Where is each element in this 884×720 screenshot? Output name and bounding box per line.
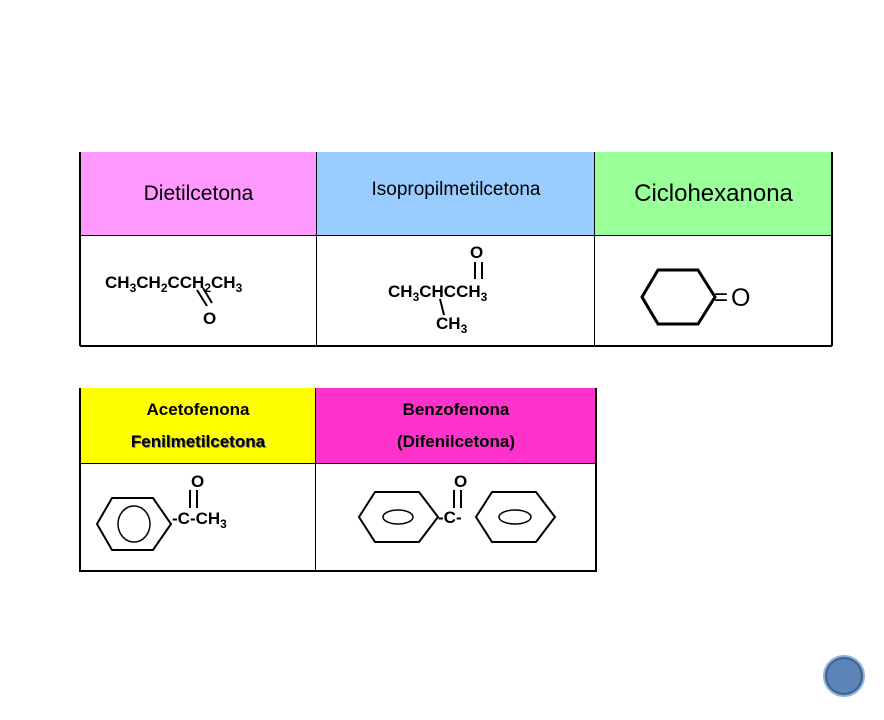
slide-nav-circle[interactable] — [823, 655, 865, 697]
table1-border-right — [831, 152, 833, 346]
benzofenona-benzene-ring-right — [474, 491, 557, 543]
benzofenona-benzene-ring-left — [357, 491, 440, 543]
isopropil-branch: CH3 — [436, 314, 468, 336]
header-acetofenona: Acetofenona Fenilmetilcetona — [80, 388, 316, 464]
table1-row-divider — [80, 235, 832, 236]
table1-divider-1 — [316, 152, 317, 346]
isopropil-oxygen: O — [470, 243, 484, 262]
dietilcetona-formula: CH3CH2CCH2CH3 — [105, 273, 243, 295]
acetofenona-double-bond — [189, 490, 198, 508]
ciclohexanona-bond: = — [714, 284, 729, 311]
table2-border-left — [79, 388, 81, 572]
ciclohexanona-ring — [640, 268, 717, 326]
header-benzofenona-line2: (Difenilcetona) — [396, 432, 516, 451]
isopropil-branch-bond — [439, 298, 445, 316]
ciclohexanona-oxygen: O — [731, 284, 751, 312]
acetofenona-formula: -C-CH3 — [172, 509, 227, 531]
header-benzofenona: Benzofenona (Difenilcetona) — [316, 388, 596, 464]
benzofenona-oxygen: O — [454, 472, 468, 491]
header-acetofenona-line2: Fenilmetilcetona — [130, 432, 266, 451]
header-benzofenona-line1: Benzofenona — [402, 400, 510, 419]
table2-row-divider — [80, 463, 596, 464]
acetofenona-benzene-ring — [95, 497, 173, 551]
header-isopropilmetilcetona-label: Isopropilmetilcetona — [371, 179, 541, 200]
isopropil-double-bond — [474, 262, 483, 279]
header-dietilcetona: Dietilcetona — [80, 152, 317, 236]
table2-border-bottom — [80, 570, 596, 572]
table2-border-right — [595, 388, 597, 572]
acetofenona-oxygen: O — [191, 472, 205, 491]
table1-border-bottom — [80, 345, 832, 347]
benzofenona-double-bond — [453, 490, 462, 508]
benzofenona-formula: -C- — [438, 508, 462, 527]
dietilcetona-oxygen: O — [203, 309, 217, 328]
table1-divider-2 — [594, 152, 595, 346]
header-ciclohexanona-label: Ciclohexanona — [634, 180, 793, 207]
header-dietilcetona-label: Dietilcetona — [143, 182, 254, 205]
header-ciclohexanona: Ciclohexanona — [595, 152, 832, 236]
header-isopropilmetilcetona: Isopropilmetilcetona — [317, 152, 595, 236]
isopropil-formula: CH3CHCCH3 — [388, 282, 488, 304]
table1-border-left — [79, 152, 81, 346]
header-acetofenona-line1: Acetofenona — [146, 400, 250, 419]
table2-divider — [315, 388, 316, 572]
dietilcetona-double-bond — [196, 287, 213, 307]
